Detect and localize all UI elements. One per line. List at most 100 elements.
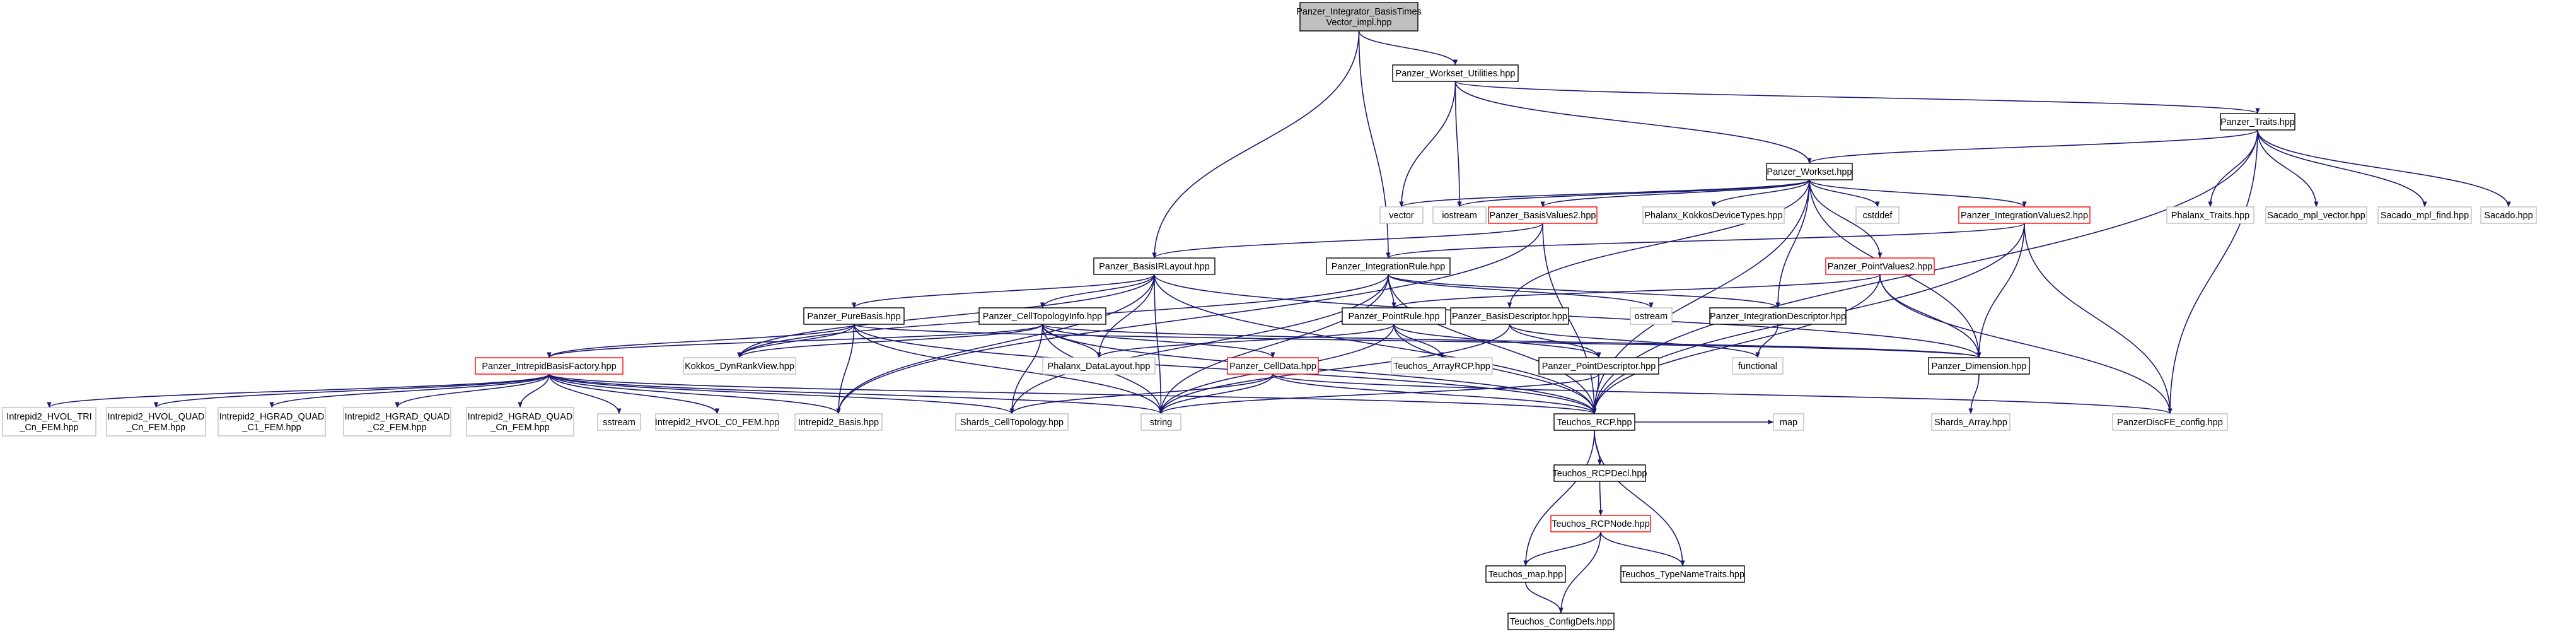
node-box <box>597 413 641 431</box>
file-node-hvol-c0[interactable]: Intrepid2_HVOL_C0_FEM.hpp <box>655 413 779 431</box>
file-node-traits[interactable]: Panzer_Traits.hpp <box>2220 113 2295 131</box>
node-label: Panzer_Integrator_BasisTimes <box>1296 7 1422 17</box>
dependency-edge <box>1454 81 2260 114</box>
dependency-edge <box>1158 373 1273 414</box>
file-node-root[interactable]: Panzer_Integrator_BasisTimesVector_impl.… <box>1296 2 1422 32</box>
file-node-pure-basis[interactable]: Panzer_PureBasis.hpp <box>803 307 905 325</box>
file-node-teuchos-typename[interactable]: Teuchos_TypeNameTraits.hpp <box>1620 565 1745 583</box>
edge-line <box>1807 129 2258 164</box>
file-node-hgrad-quad-cn[interactable]: Intrepid2_HGRAD_QUAD_Cn_FEM.hpp <box>466 407 574 437</box>
file-node-hgrad-quad-c2[interactable]: Intrepid2_HGRAD_QUAD_C2_FEM.hpp <box>343 407 451 437</box>
edge-line <box>1009 373 1273 414</box>
edge-line <box>1558 531 1601 614</box>
file-node-string[interactable]: string <box>1140 413 1181 431</box>
dependency-edge <box>1009 373 1273 414</box>
file-node-vector[interactable]: vector <box>1379 206 1424 224</box>
node-label: Panzer_Workset.hpp <box>1767 167 1852 177</box>
file-node-phalanx-datalayout[interactable]: Phalanx_DataLayout.hpp <box>1042 357 1156 375</box>
file-node-hgrad-quad-c1[interactable]: Intrepid2_HGRAD_QUAD_C1_FEM.hpp <box>218 407 326 437</box>
dependency-edge <box>1755 324 1778 358</box>
file-node-sstream[interactable]: sstream <box>597 413 641 431</box>
file-node-basis-ir-layout[interactable]: Panzer_BasisIRLayout.hpp <box>1093 257 1215 275</box>
dependency-edge <box>1968 373 1980 414</box>
node-label: Phalanx_DataLayout.hpp <box>1048 361 1151 372</box>
file-node-disc-fe-config[interactable]: PanzerDiscFE_config.hpp <box>2112 413 2228 431</box>
file-node-cell-topology-info[interactable]: Panzer_CellTopologyInfo.hpp <box>978 307 1106 325</box>
dependency-edge <box>1540 179 1810 208</box>
edge-line <box>1158 274 1389 414</box>
file-node-shards-celltopology[interactable]: Shards_CellTopology.hpp <box>955 413 1069 431</box>
file-node-phalanx-kokkos[interactable]: Phalanx_KokkosDeviceTypes.hpp <box>1642 206 1785 224</box>
edge-line <box>548 373 1163 414</box>
edge-line <box>1393 324 1444 358</box>
file-node-teuchos-rcp[interactable]: Teuchos_RCP.hpp <box>1553 413 1635 431</box>
file-node-teuchos-configdefs[interactable]: Teuchos_ConfigDefs.hpp <box>1507 613 1615 630</box>
edge-line <box>1272 373 2173 414</box>
file-node-intrepid-factory[interactable]: Panzer_IntrepidBasisFactory.hpp <box>475 357 624 375</box>
file-node-hvol-quad[interactable]: Intrepid2_HVOL_QUAD_Cn_FEM.hpp <box>106 407 206 437</box>
edge-line <box>1523 531 1601 566</box>
file-node-cstddef[interactable]: cstddef <box>1855 206 1900 224</box>
file-node-teuchos-rcpnode[interactable]: Teuchos_RCPNode.hpp <box>1550 515 1651 532</box>
node-box <box>1766 163 1853 180</box>
edge-line <box>2167 129 2258 414</box>
file-node-point-rule[interactable]: Panzer_PointRule.hpp <box>1342 307 1446 325</box>
file-node-sacado[interactable]: Sacado.hpp <box>2480 206 2537 224</box>
file-node-kokkos-dynrank[interactable]: Kokkos_DynRankView.hpp <box>683 357 796 375</box>
file-node-phalanx-traits[interactable]: Phalanx_Traits.hpp <box>2166 206 2254 224</box>
file-node-iostream[interactable]: iostream <box>1432 206 1487 224</box>
dependency-edge <box>1775 179 1810 308</box>
file-node-intrepid2-basis[interactable]: Intrepid2_Basis.hpp <box>794 413 883 431</box>
file-node-dimension[interactable]: Panzer_Dimension.hpp <box>1928 357 2030 375</box>
node-label: Sacado_mpl_vector.hpp <box>2267 211 2365 221</box>
node-box <box>343 407 451 437</box>
file-node-workset[interactable]: Panzer_Workset.hpp <box>1766 163 1853 180</box>
file-node-integration-values2[interactable]: Panzer_IntegrationValues2.hpp <box>1958 206 2091 224</box>
file-node-integration-rule[interactable]: Panzer_IntegrationRule.hpp <box>1326 257 1451 275</box>
node-label: _Cn_FEM.hpp <box>19 423 79 433</box>
node-label: _C2_FEM.hpp <box>367 423 427 433</box>
edge-line <box>1391 274 1881 308</box>
node-label: Panzer_CellData.hpp <box>1229 361 1316 372</box>
file-node-point-values2[interactable]: Panzer_PointValues2.hpp <box>1825 257 1935 275</box>
file-node-workset-util[interactable]: Panzer_Workset_Utilities.hpp <box>1392 64 1519 82</box>
edge-line <box>852 274 1155 308</box>
file-node-basis-descriptor[interactable]: Panzer_BasisDescriptor.hpp <box>1450 307 1569 325</box>
dependency-edge <box>2167 129 2258 414</box>
file-node-teuchos-arrayrcp[interactable]: Teuchos_ArrayRCP.hpp <box>1391 357 1493 375</box>
file-node-shards-array[interactable]: Shards_Array.hpp <box>1931 413 2010 431</box>
node-label: _Cn_FEM.hpp <box>126 423 186 433</box>
edge-line <box>1386 223 2025 259</box>
node-box <box>1392 64 1519 82</box>
dependency-edge <box>2024 223 2173 414</box>
edge-line <box>1272 373 1597 414</box>
file-node-ostream[interactable]: ostream <box>1630 307 1673 325</box>
edge-line <box>2257 129 2319 208</box>
node-box <box>1299 2 1419 32</box>
file-node-hvol-tri[interactable]: Intrepid2_HVOL_TRI_Cn_FEM.hpp <box>2 407 96 437</box>
node-label: PanzerDiscFE_config.hpp <box>2117 418 2223 428</box>
dependency-edge <box>47 373 550 408</box>
file-node-basis-values2[interactable]: Panzer_BasisValues2.hpp <box>1488 206 1598 224</box>
file-node-point-descriptor[interactable]: Panzer_PointDescriptor.hpp <box>1538 357 1659 375</box>
dependency-edge <box>547 324 1043 358</box>
file-node-integration-descriptor[interactable]: Panzer_IntegrationDescriptor.hpp <box>1709 307 1847 325</box>
file-node-sacado-mpl-find[interactable]: Sacado_mpl_find.hpp <box>2377 206 2472 224</box>
dependency-edge <box>852 274 1155 308</box>
dependency-edge <box>853 324 1597 414</box>
file-node-cell-data[interactable]: Panzer_CellData.hpp <box>1227 357 1319 375</box>
edge-line <box>1399 179 1810 208</box>
node-label: Panzer_IntegrationDescriptor.hpp <box>1710 312 1846 322</box>
file-node-map[interactable]: map <box>1773 413 1804 431</box>
file-node-sacado-mpl-vector[interactable]: Sacado_mpl_vector.hpp <box>2265 206 2367 224</box>
dependency-edge <box>1558 531 1601 614</box>
file-node-teuchos-rcpdecl[interactable]: Teuchos_RCPDecl.hpp <box>1553 464 1647 482</box>
dependency-edge <box>1976 223 2025 358</box>
dependency-edge <box>2257 129 2511 208</box>
edge-line <box>836 274 1155 414</box>
file-node-teuchos-map[interactable]: Teuchos_map.hpp <box>1485 565 1566 583</box>
node-box <box>1855 206 1900 224</box>
file-node-functional[interactable]: functional <box>1732 357 1784 375</box>
node-box <box>1485 565 1566 583</box>
dependency-edge <box>1809 179 1880 208</box>
